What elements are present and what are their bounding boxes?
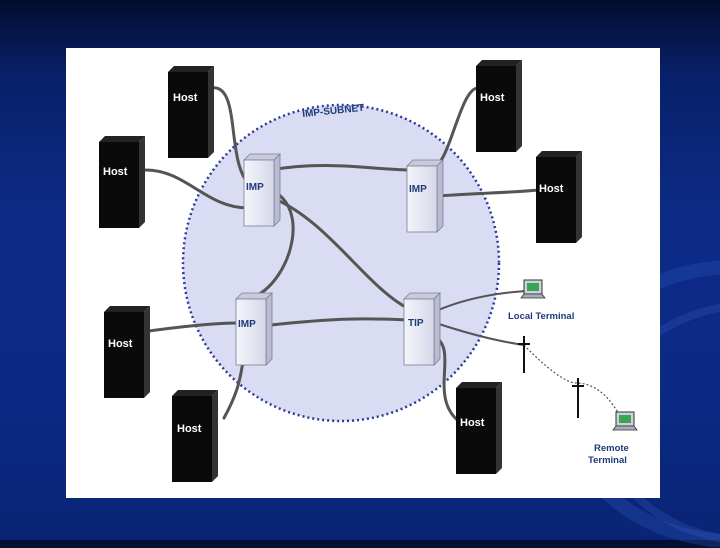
imp-label: IMP bbox=[409, 184, 427, 195]
imp-node-icon: IMP bbox=[236, 293, 272, 365]
host-label: Host bbox=[108, 338, 133, 350]
host-label: Host bbox=[539, 183, 564, 195]
imp-label: IMP bbox=[246, 182, 264, 193]
host-server-icon: Host bbox=[536, 151, 582, 243]
remote-terminal-label-line2: Terminal bbox=[588, 455, 627, 466]
host-label: Host bbox=[177, 423, 202, 435]
imp-label: IMP bbox=[238, 319, 256, 330]
imp-node-icon: IMP bbox=[407, 160, 443, 232]
host-label: Host bbox=[103, 166, 128, 178]
imp-subnet-area bbox=[183, 105, 499, 421]
host-label: Host bbox=[173, 92, 198, 104]
telephone-pole-icon bbox=[518, 336, 530, 373]
local-terminal-label: Local Terminal bbox=[508, 311, 574, 322]
host-label: Host bbox=[480, 92, 505, 104]
remote-phone-line bbox=[524, 345, 622, 420]
host-server-icon: Host bbox=[104, 306, 150, 398]
host-server-icon: Host bbox=[168, 66, 214, 158]
telephone-pole-icon bbox=[572, 378, 584, 418]
imp-node-icon: IMP bbox=[244, 154, 280, 226]
local-terminal-icon bbox=[521, 280, 545, 298]
host-server-icon: Host bbox=[172, 390, 218, 482]
tip-node-icon: TIP bbox=[404, 293, 440, 365]
host-label: Host bbox=[460, 417, 485, 429]
diagram-panel: IMP-SUBNET Host Host bbox=[66, 48, 660, 498]
host-server-icon: Host bbox=[476, 60, 522, 152]
remote-terminal-label-line1: Remote bbox=[594, 443, 629, 454]
host-server-icon: Host bbox=[456, 382, 502, 474]
host-server-icon: Host bbox=[99, 136, 145, 228]
remote-terminal-icon bbox=[613, 412, 637, 430]
tip-label: TIP bbox=[408, 318, 424, 329]
